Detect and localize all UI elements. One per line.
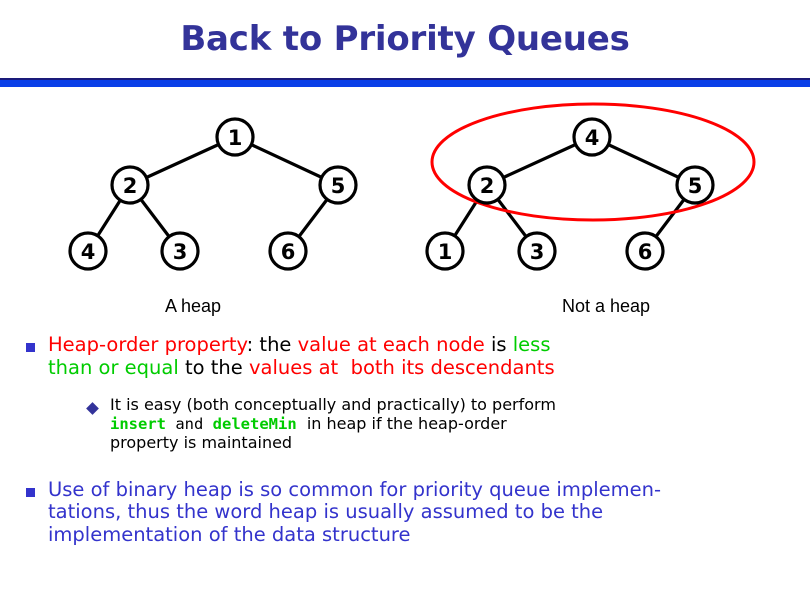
node-circle — [68, 231, 108, 271]
sub-bullet-text: It is easy (both conceptually and practi… — [110, 395, 810, 453]
square-bullet-icon — [26, 343, 35, 352]
node-circle — [425, 231, 465, 271]
node-label: 2 — [123, 174, 138, 198]
sub-bullet-insert-deletemin: It is easy (both conceptually and practi… — [0, 395, 810, 453]
seg-in-heap-if-heap-order: in heap if the heap-order — [296, 414, 507, 434]
tree-node: 4 — [68, 231, 108, 271]
tree-node: 3 — [517, 231, 557, 271]
node-circle — [572, 117, 612, 157]
code-and: and — [166, 415, 213, 434]
tree-node: 6 — [625, 231, 665, 271]
code-insert: insert — [110, 415, 166, 434]
square-bullet-icon — [26, 487, 35, 497]
seg-less: less — [512, 333, 551, 356]
left-tree-heap: 1 2 5 4 3 — [68, 117, 358, 271]
tree-node: 5 — [675, 165, 715, 205]
body-content: Heap-order property: the value at each n… — [0, 333, 810, 547]
seg-value-at-each-node: value at each node — [297, 333, 491, 356]
node-label: 1 — [228, 126, 243, 150]
node-circle — [517, 231, 557, 271]
node-label: 3 — [173, 240, 188, 264]
caption-right-tree: Not a heap — [562, 296, 651, 316]
node-circle — [318, 165, 358, 205]
diamond-bullet-icon — [86, 402, 99, 416]
sub-bullet-line-3: property is maintained — [110, 432, 293, 452]
tree-node: 5 — [318, 165, 358, 205]
node-label: 5 — [331, 174, 346, 198]
node-label: 4 — [585, 126, 600, 150]
node-label: 5 — [688, 174, 703, 198]
bullet-binary-heap-line-3: implementation of the data structure — [48, 523, 411, 547]
node-label: 3 — [530, 240, 545, 264]
tree-node: 3 — [160, 231, 200, 271]
title-divider-thick-bar — [0, 80, 810, 87]
node-circle — [160, 231, 200, 271]
bullet-heap-order-text: Heap-order property: the value at each n… — [48, 333, 810, 380]
seg-heap-order-property: Heap-order property — [48, 333, 247, 356]
right-tree-nodes: 4 2 5 1 3 — [425, 117, 715, 271]
tree-node: 1 — [215, 117, 255, 157]
tree-node: 2 — [110, 165, 150, 205]
seg-the: the — [259, 333, 298, 356]
node-circle — [675, 165, 715, 205]
tree-node: 1 — [425, 231, 465, 271]
seg-is: is — [490, 333, 513, 356]
seg-colon: : — [246, 333, 260, 356]
right-tree-not-heap: 4 2 5 1 3 — [425, 102, 756, 271]
node-circle — [625, 231, 665, 271]
body-spacer — [0, 453, 810, 479]
seg-than-or-equal: than or equal — [48, 355, 185, 379]
slide-title: Back to Priority Queues — [180, 19, 630, 59]
bullet-heap-order: Heap-order property: the value at each n… — [0, 333, 810, 380]
node-label: 6 — [638, 240, 653, 264]
node-label: 2 — [480, 174, 495, 198]
node-circle — [467, 165, 507, 205]
seg-to-the: to the — [184, 355, 249, 379]
tree-node: 4 — [572, 117, 612, 157]
node-circle — [110, 165, 150, 205]
bullet-binary-heap-line-2: tations, thus the word heap is usually a… — [48, 500, 604, 524]
tree-node: 6 — [268, 231, 308, 271]
bullet-binary-heap-line-1: Use of binary heap is so common for prio… — [48, 477, 662, 501]
sub-bullet-line-1: It is easy (both conceptually and practi… — [110, 395, 556, 415]
bullet-heap-order-line-1: Heap-order property: the value at each n… — [48, 333, 810, 357]
caption-left-tree: A heap — [165, 296, 222, 316]
node-label: 4 — [81, 240, 96, 264]
code-deletemin: deleteMin — [212, 415, 297, 434]
title-block: Back to Priority Queues — [0, 19, 810, 59]
seg-values-at-both-descendants: values at both its descendants — [248, 355, 555, 379]
node-label: 1 — [438, 240, 453, 264]
bullet-heap-order-line-2: than or equal to the values at both its … — [48, 355, 810, 380]
bullet-binary-heap-usage: Use of binary heap is so common for prio… — [0, 477, 810, 547]
title-divider — [0, 78, 810, 88]
node-circle — [268, 231, 308, 271]
violation-highlight-ellipse-icon — [430, 102, 756, 222]
node-circle — [215, 117, 255, 157]
left-tree-nodes: 1 2 5 4 3 — [68, 117, 358, 271]
sub-bullet-line-2: insert and deleteMin in heap if the heap… — [110, 414, 810, 434]
binary-tree-diagrams: 1 2 5 4 3 — [68, 102, 756, 271]
bullet-binary-heap-text: Use of binary heap is so common for prio… — [48, 477, 810, 547]
tree-figures: 1 2 5 4 3 — [0, 98, 810, 328]
node-label: 6 — [281, 240, 296, 264]
tree-node: 2 — [467, 165, 507, 205]
title-divider-thin-line — [0, 78, 810, 80]
